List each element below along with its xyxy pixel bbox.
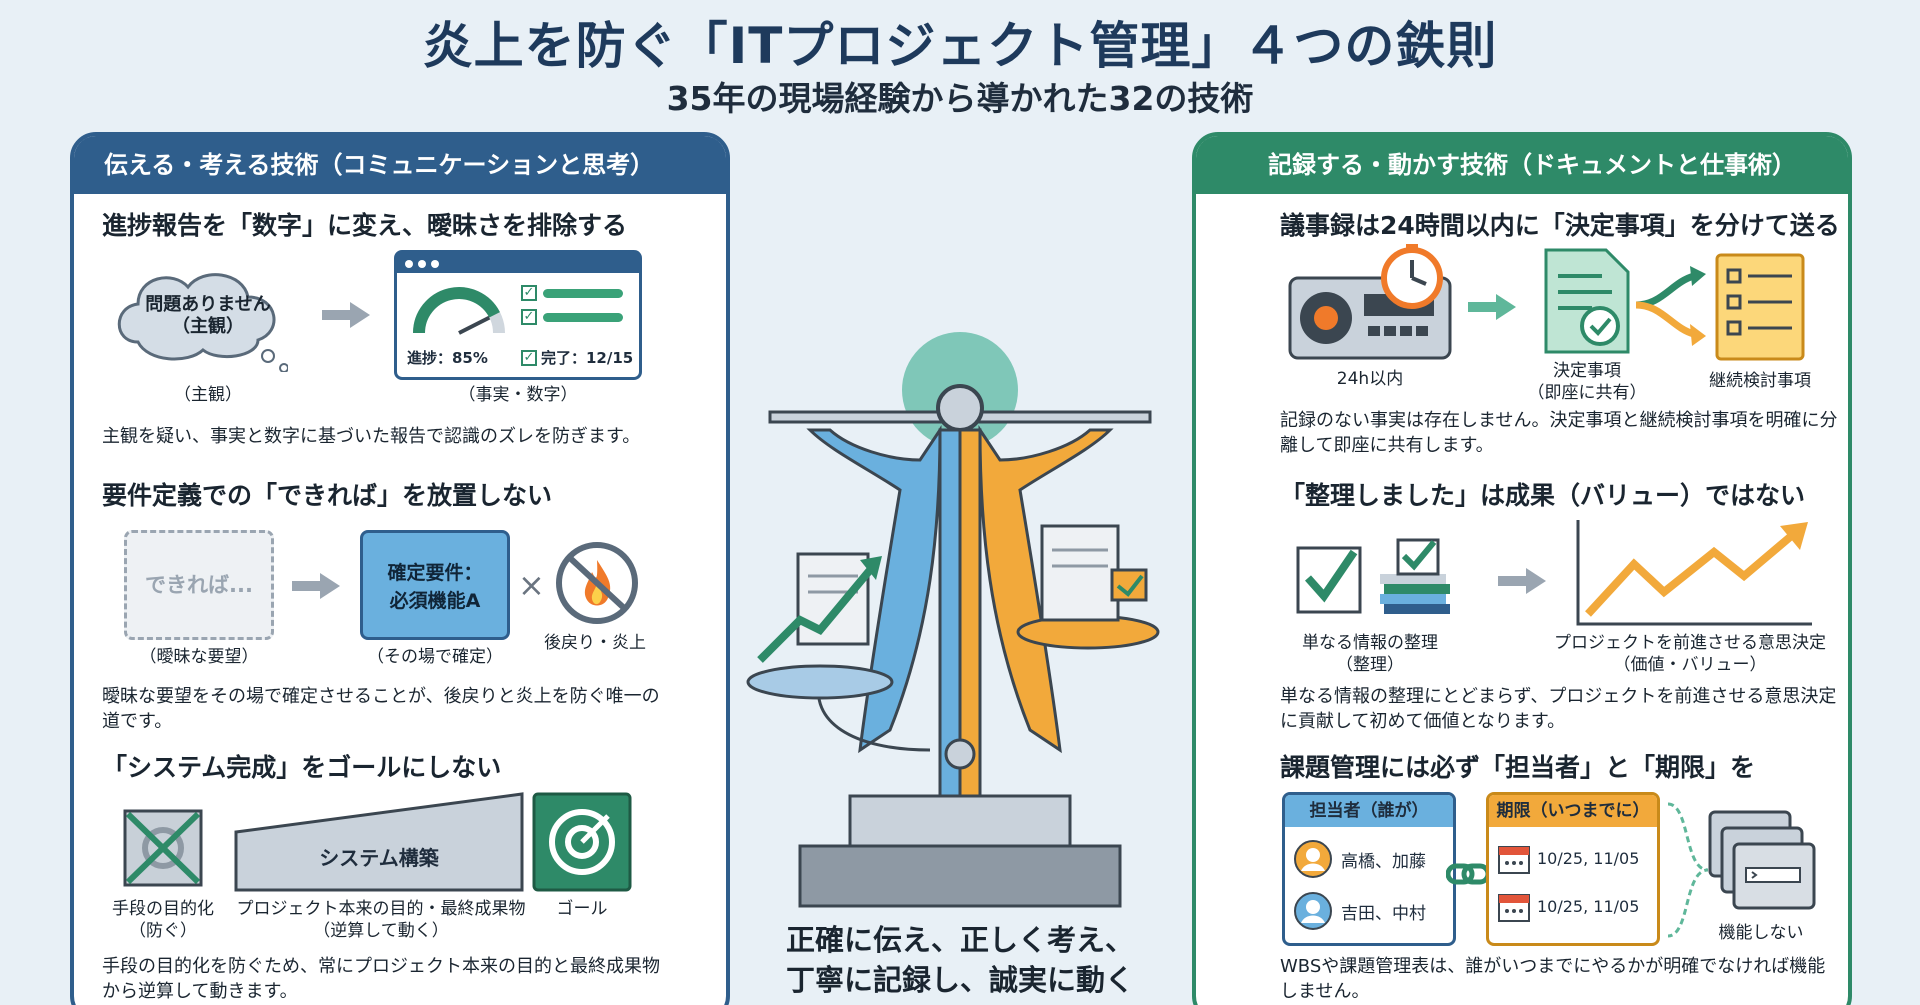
section-desc-issues: WBSや課題管理表は、誰がいつまでにやるかが明確でなければ機能しません。 xyxy=(1280,956,1826,1002)
arrow-head-icon xyxy=(1526,568,1546,594)
arrow-head-icon xyxy=(320,573,340,599)
center-motto: 正確に伝え、正しく考え、 丁寧に記録し、誠実に動く xyxy=(785,923,1134,997)
vague-caption: （曖昧な要望） xyxy=(139,647,259,667)
section-desc-value: 単なる情報の整理にとどまらず、プロジェクトを前進させる意思決定に貢献して初めて価… xyxy=(1280,686,1837,732)
owner-card-head: 担当者（誰が） xyxy=(1285,795,1453,827)
recorder-timer-icon xyxy=(1288,244,1452,360)
system-build-ramp xyxy=(234,792,524,892)
check-icon: ✓ xyxy=(521,285,537,301)
arrow-icon xyxy=(322,310,352,320)
section-title-issues: 課題管理には必ず「担当者」と「期限」を xyxy=(1280,753,1756,782)
section-title-progress: 進捗報告を「数字」に変え、曖昧さを排除する xyxy=(102,211,628,240)
fail-caption: 機能しない xyxy=(1718,923,1804,943)
fixed-caption: （その場で確定） xyxy=(367,647,503,667)
due-date: 10/25, 11/05 xyxy=(1537,896,1640,916)
chain-link-icon xyxy=(1446,863,1490,885)
calendar-icon xyxy=(1498,846,1530,874)
arrow-icon xyxy=(1498,576,1528,586)
owner-card: 担当者（誰が） 高橋、加藤 吉田、中村 xyxy=(1282,792,1456,946)
person-avatar-icon xyxy=(1294,840,1332,878)
section-desc-minutes: 記録のない事実は存在しません。決定事項と継続検討事項を明確に分離して即座に共有し… xyxy=(1280,410,1838,456)
organize-caption: 単なる情報の整理 （整理） xyxy=(1302,633,1438,675)
page-title: 炎上を防ぐ「ITプロジェクト管理」４つの鉄則 xyxy=(422,17,1498,75)
done-readout: 完了：12/15 xyxy=(541,349,634,367)
crossed-box-icon xyxy=(123,809,203,887)
gauge-icon xyxy=(413,287,505,335)
pending-list-icon xyxy=(1715,253,1805,361)
arrow-icon xyxy=(1468,302,1498,312)
means-caption: 手段の目的化 （防ぐ） xyxy=(112,899,214,941)
person-avatar-icon xyxy=(1294,892,1332,930)
checklist: ✓ ✓ xyxy=(521,285,623,333)
target-icon xyxy=(532,792,632,892)
fixed-requirement-box: 確定要件： 必須機能A xyxy=(360,530,510,640)
section-desc-progress: 主観を疑い、事実と数字に基づいた報告で認識のズレを防ぎます。 xyxy=(102,426,641,447)
split-arrows-icon xyxy=(1635,266,1706,346)
due-card-head: 期限（いつまでに） xyxy=(1489,795,1657,827)
no-fire-icon xyxy=(556,542,638,624)
arrow-head-icon xyxy=(350,302,370,328)
advance-caption: プロジェクトを前進させる意思決定 （価値・バリュー） xyxy=(1554,633,1826,675)
owner-name: 吉田、中村 xyxy=(1341,903,1426,924)
system-build-label: システム構築 xyxy=(319,846,439,870)
vague-request-box: できれば... xyxy=(124,530,274,640)
build-caption: プロジェクト本来の目的・最終成果物 （逆算して動く） xyxy=(236,899,526,941)
arrow-head-icon xyxy=(1496,294,1516,320)
cloud-caption: （主観） xyxy=(174,385,242,405)
due-card: 期限（いつまでに） 10/25, 11/05 10/25, 11/05 xyxy=(1486,792,1660,946)
check-icon: ✓ xyxy=(521,309,537,325)
left-panel-heading: 伝える・考える技術（コミュニケーションと思考） xyxy=(74,136,726,194)
recorder-caption: 24h以内 xyxy=(1336,369,1404,389)
section-desc-goal: 手段の目的化を防ぐため、常にプロジェクト本来の目的と最終成果物から逆算して動きま… xyxy=(102,956,660,1002)
cloud-text: 問題ありません （主観） xyxy=(145,294,271,337)
due-date: 10/25, 11/05 xyxy=(1537,848,1640,868)
dashboard-caption: （事実・数字） xyxy=(458,385,578,405)
thought-cloud-icon xyxy=(117,273,288,372)
goal-caption: ゴール xyxy=(556,899,608,919)
progress-readout: 進捗：85% xyxy=(407,349,488,367)
page-subtitle: 35年の現場経験から導かれた32の技術 xyxy=(666,79,1254,118)
right-panel-heading: 記録する・動かす技術（ドキュメントと仕事術） xyxy=(1196,136,1848,194)
arrow-icon xyxy=(292,581,322,591)
bracket-icon xyxy=(1667,802,1709,938)
decision-caption: 決定事項 （即座に共有） xyxy=(1527,361,1647,403)
balance-scale-illustration xyxy=(746,332,1160,908)
section-title-goal: 「システム完成」をゴールにしない xyxy=(102,753,502,782)
owner-name: 高橋、加藤 xyxy=(1341,851,1426,872)
section-title-requirements: 要件定義での「できれば」を放置しない xyxy=(102,481,553,510)
organized-papers-icon xyxy=(1296,538,1450,614)
check-icon: ✓ xyxy=(521,349,537,366)
dashboard-window: 進捗：85% ✓ ✓ ✓ 完了：12/15 xyxy=(394,250,642,380)
section-title-value: 「整理しました」は成果（バリュー）ではない xyxy=(1280,481,1806,510)
decision-document-icon xyxy=(1544,248,1630,354)
calendar-icon xyxy=(1498,894,1530,922)
section-desc-requirements: 曖昧な要望をその場で確定させることが、後戻りと炎上を防ぐ唯一の道です。 xyxy=(102,686,660,732)
stacked-folders-icon xyxy=(1708,810,1816,910)
pending-caption: 継続検討事項 xyxy=(1709,371,1811,391)
fire-caption: 後戻り・炎上 xyxy=(544,633,646,653)
section-title-minutes: 議事録は24時間以内に「決定事項」を分けて送る xyxy=(1280,211,1840,240)
times-icon: × xyxy=(518,566,545,604)
growth-chart-icon xyxy=(1576,520,1812,626)
